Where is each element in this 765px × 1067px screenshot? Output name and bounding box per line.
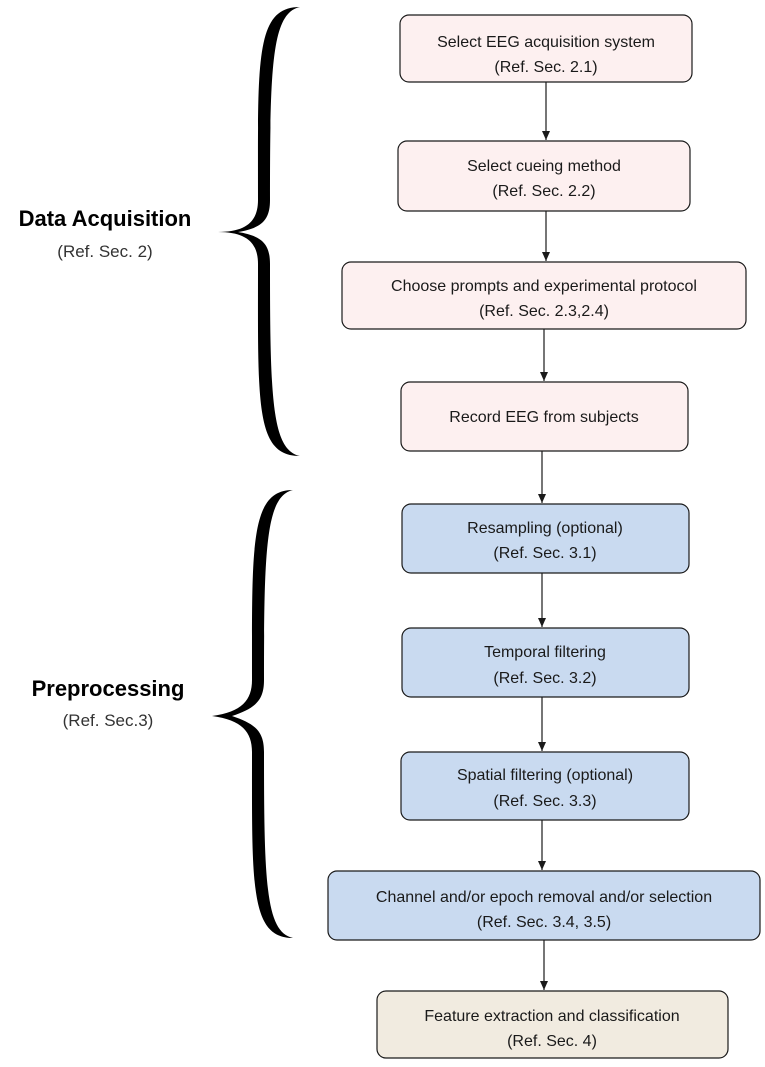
step-box [376, 990, 729, 1059]
step-label: Resampling (optional) [467, 520, 623, 537]
step-box [341, 261, 747, 330]
step-box [397, 140, 691, 212]
step-ref: (Ref. Sec. 3.1) [493, 545, 596, 562]
step-ref: (Ref. Sec. 3.2) [493, 670, 596, 687]
step-box [401, 627, 690, 698]
step-box [400, 381, 689, 452]
step-resampling: Resampling (optional) (Ref. Sec. 3.1) [401, 503, 690, 574]
group-ref-preprocessing: (Ref. Sec.3) [63, 711, 154, 730]
step-label: Temporal filtering [484, 644, 606, 661]
step-label: Channel and/or epoch removal and/or sele… [376, 889, 712, 906]
step-ref: (Ref. Sec. 4) [507, 1033, 597, 1050]
step-ref: (Ref. Sec. 2.2) [492, 183, 595, 200]
step-channel-epoch-removal: Channel and/or epoch removal and/or sele… [327, 870, 761, 941]
step-box [399, 14, 693, 83]
brace-data-acquisition [218, 7, 300, 456]
step-box [400, 751, 690, 821]
step-box [327, 870, 761, 941]
step-ref: (Ref. Sec. 3.3) [493, 793, 596, 810]
brace-preprocessing [212, 490, 293, 938]
step-ref: (Ref. Sec. 2.3,2.4) [479, 303, 609, 320]
group-title-preprocessing: Preprocessing [32, 676, 185, 701]
step-select-cueing-method: Select cueing method (Ref. Sec. 2.2) [397, 140, 691, 212]
step-label: Feature extraction and classification [424, 1008, 679, 1025]
group-ref-data-acquisition: (Ref. Sec. 2) [57, 242, 152, 261]
step-record-eeg: Record EEG from subjects [400, 381, 689, 452]
step-label: Select EEG acquisition system [437, 34, 655, 51]
step-choose-prompts: Choose prompts and experimental protocol… [341, 261, 747, 330]
step-ref: (Ref. Sec. 2.1) [494, 59, 597, 76]
step-label: Select cueing method [467, 158, 621, 175]
step-label: Record EEG from subjects [449, 409, 638, 426]
step-select-eeg-system: Select EEG acquisition system (Ref. Sec.… [399, 14, 693, 83]
step-label: Spatial filtering (optional) [457, 767, 633, 784]
step-ref: (Ref. Sec. 3.4, 3.5) [477, 914, 611, 931]
group-title-data-acquisition: Data Acquisition [19, 206, 192, 231]
step-label: Choose prompts and experimental protocol [391, 278, 697, 295]
step-box [401, 503, 690, 574]
step-spatial-filtering: Spatial filtering (optional) (Ref. Sec. … [400, 751, 690, 821]
step-feature-extraction: Feature extraction and classification (R… [376, 990, 729, 1059]
step-temporal-filtering: Temporal filtering (Ref. Sec. 3.2) [401, 627, 690, 698]
